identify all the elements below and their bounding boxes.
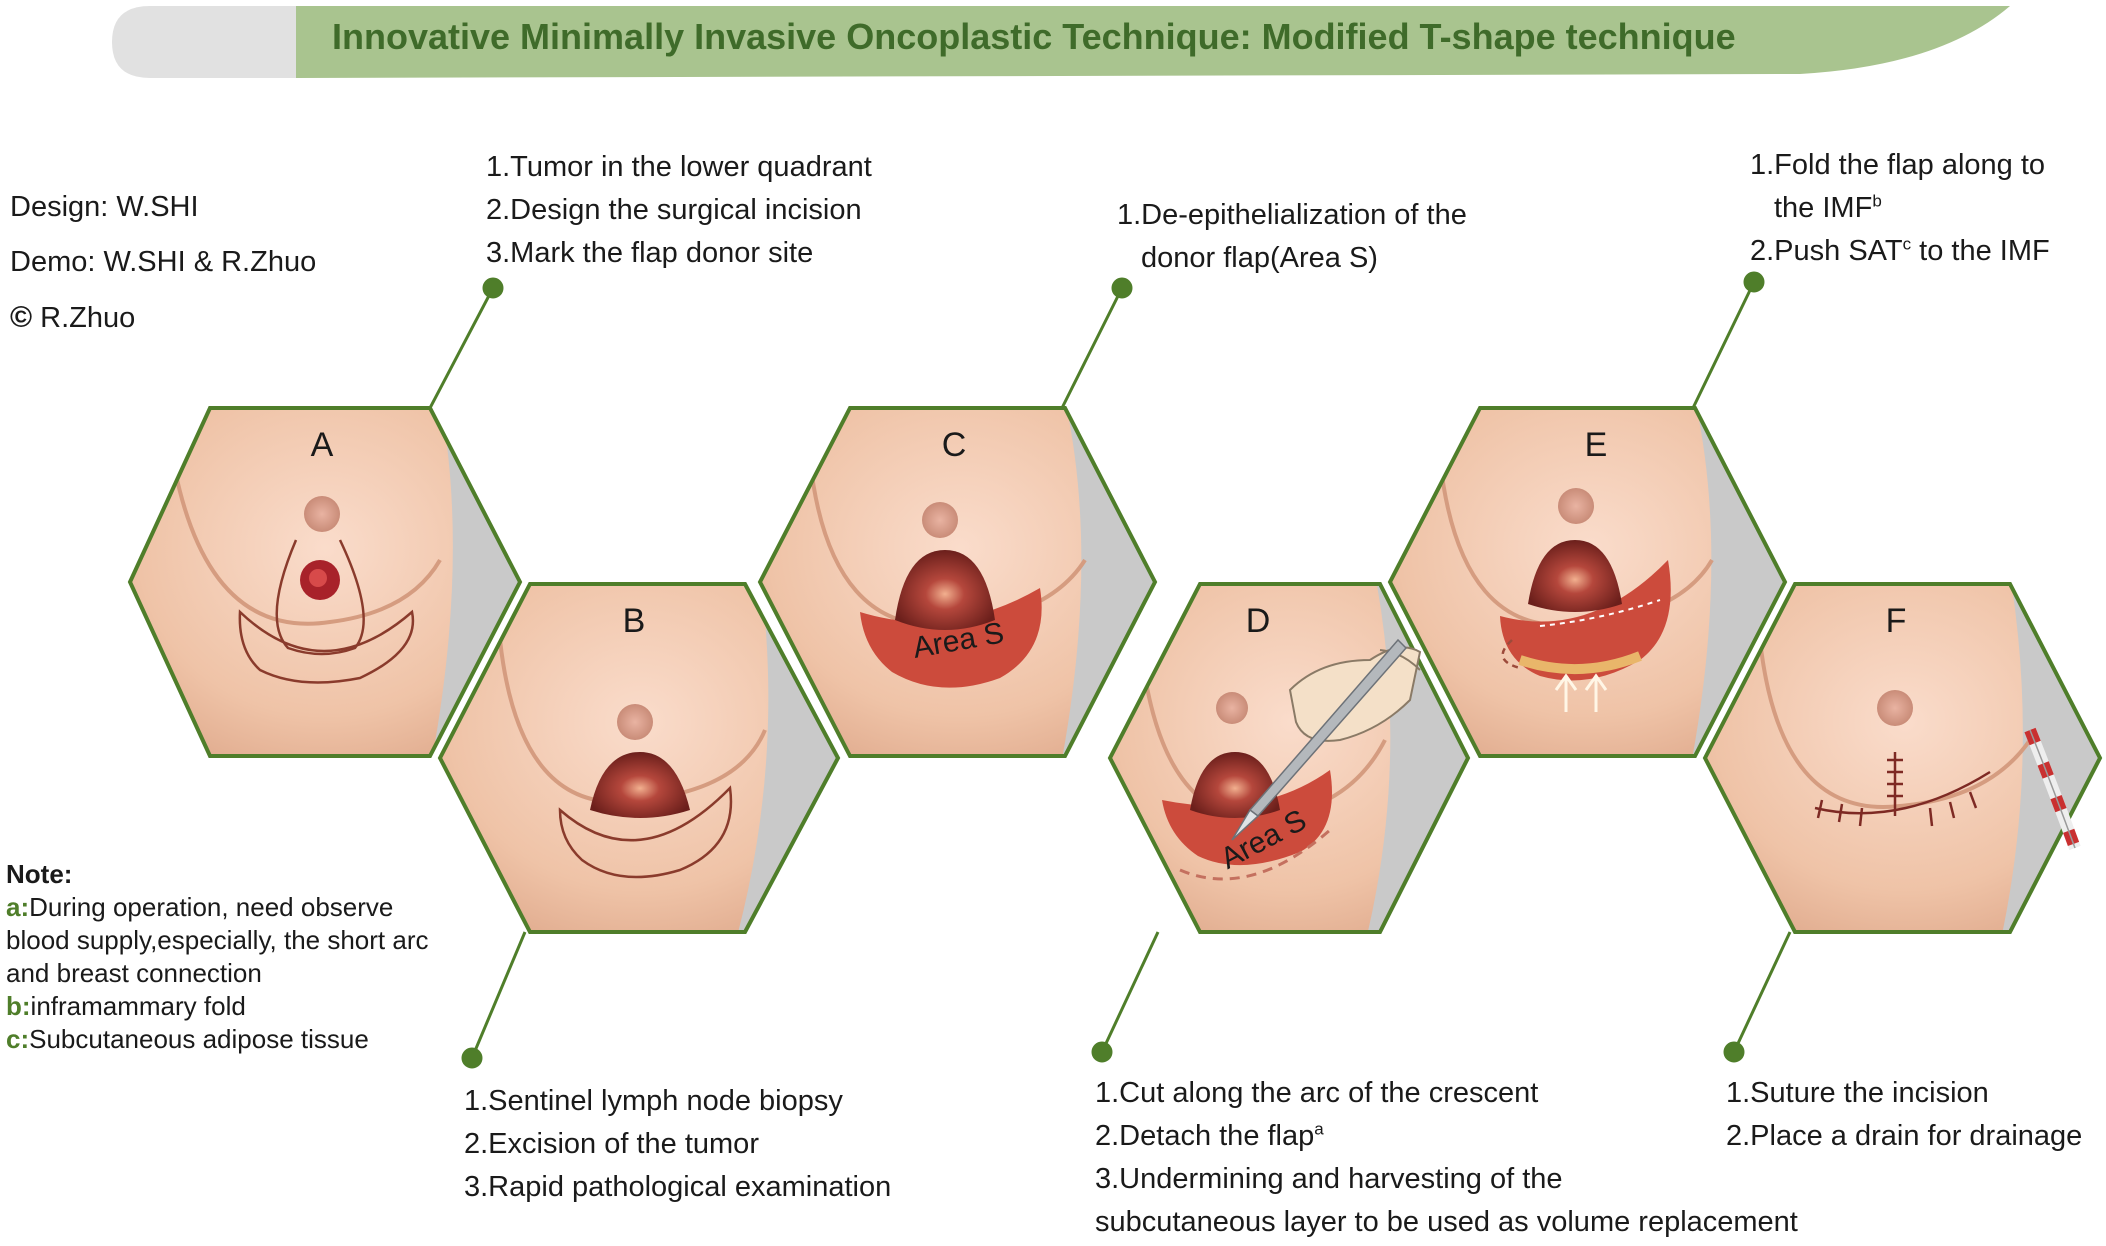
title-banner-shadow xyxy=(112,6,300,78)
svg-text:E: E xyxy=(1585,426,1608,464)
steps-panel-e: 1.Fold the flap along to the IMFb 2.Push… xyxy=(1750,149,2050,267)
scalpel-icon xyxy=(1231,638,1408,841)
flap-donor-outline xyxy=(238,609,415,684)
svg-text:D: D xyxy=(1246,602,1271,640)
incision-design xyxy=(275,539,365,656)
excision-wound xyxy=(1528,540,1622,612)
flap-donor-outline xyxy=(558,785,733,879)
nipple xyxy=(304,496,340,532)
steps-panel-f: 1.Suture the incision 2.Place a drain fo… xyxy=(1726,1077,2083,1152)
panel-a: A xyxy=(127,406,523,758)
credits: Design: W.SHI Demo: W.SHI & R.Zhuo © R.Z… xyxy=(10,180,316,346)
steps-panel-a: 1.Tumor in the lower quadrant 2.Design t… xyxy=(486,151,872,269)
steps-panel-d: 1.Cut along the arc of the crescent 2.De… xyxy=(1095,1077,1798,1238)
copyright-icon: © xyxy=(10,301,33,334)
nipple xyxy=(1558,488,1594,524)
credit-design: Design: W.SHI xyxy=(10,191,199,223)
excision-wound xyxy=(895,550,995,630)
note-box: Note: a:During operation, need observe b… xyxy=(6,859,429,1054)
excision-wound xyxy=(590,752,690,818)
svg-text:C: C xyxy=(942,426,967,464)
folded-flap xyxy=(1500,560,1671,681)
area-s-flap xyxy=(860,588,1042,688)
svg-text:A: A xyxy=(311,426,334,464)
arrow-up-icon xyxy=(1554,673,1608,712)
page-title: Innovative Minimally Invasive Oncoplasti… xyxy=(332,16,1736,57)
nipple xyxy=(922,502,958,538)
credit-demo: Demo: W.SHI & R.Zhuo xyxy=(10,246,317,278)
connector-lines xyxy=(428,271,1792,1069)
nipple xyxy=(617,704,653,740)
title-banner xyxy=(296,6,2010,78)
svg-text:B: B xyxy=(623,602,646,640)
svg-text:F: F xyxy=(1886,602,1907,640)
nipple xyxy=(1216,692,1248,724)
nipple xyxy=(1877,690,1913,726)
credit-copyright: © R.Zhuo xyxy=(10,301,136,334)
steps-panel-c: 1.De-epithelialization of the donor flap… xyxy=(1117,199,1467,274)
drain-tube-icon xyxy=(2024,727,2081,851)
steps-panel-b: 1.Sentinel lymph node biopsy 2.Excision … xyxy=(464,1085,892,1203)
suture-line xyxy=(1814,752,1991,827)
